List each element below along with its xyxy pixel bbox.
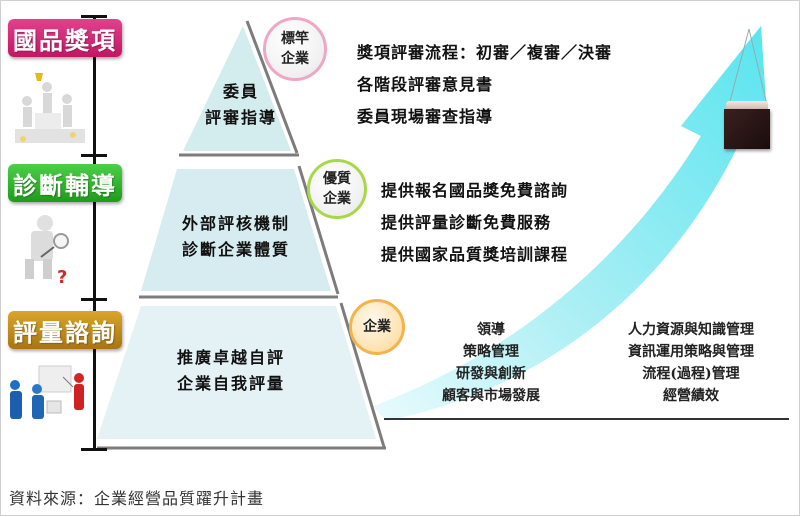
divider <box>384 418 789 420</box>
pyramid-top-tier <box>183 26 291 151</box>
pyramid-middle-tier <box>141 169 331 291</box>
svg-text:?: ? <box>57 267 67 288</box>
list-item: 資訊運用策略與管理 <box>628 344 754 360</box>
stage-label-national-award: 國品獎項 <box>8 19 122 57</box>
list-item: 各階段評審意見書 <box>357 75 494 94</box>
timeline-tick <box>81 298 107 301</box>
badge-line1: 優質 <box>323 171 351 187</box>
pyramid-bottom-text: 推廣卓越自評 企業自我評量 <box>151 345 311 397</box>
hanging-box-icon <box>724 109 770 149</box>
timeline-tick <box>81 15 107 18</box>
pyramid-top-text: 委員 評審指導 <box>191 79 291 131</box>
list-item: 流程(過程)管理 <box>642 366 740 382</box>
list-item: 經營績效 <box>663 388 719 404</box>
list-item: 領導 <box>477 322 505 338</box>
list-item: 提供國家品質獎培訓課程 <box>381 245 569 264</box>
pyramid-top-line1: 委員 <box>222 82 259 101</box>
timeline-tick <box>81 154 107 157</box>
hanging-box-lid <box>726 101 768 111</box>
pyramid-bottom-tier <box>97 306 376 439</box>
enterprise-items-right: 人力資源與知識管理 資訊運用策略與管理 流程(過程)管理 經營績效 <box>601 319 781 407</box>
list-item: 人力資源與知識管理 <box>628 322 754 338</box>
list-item: 顧客與市場發展 <box>442 388 540 404</box>
list-item: 研發與創新 <box>456 366 526 382</box>
list-item: 策略管理 <box>463 344 519 360</box>
badge-benchmark-enterprise: 標竿 企業 <box>263 17 327 81</box>
badge-enterprise: 企業 <box>349 299 405 355</box>
badge-line1: 企業 <box>363 319 391 335</box>
stage-label-diagnosis: 診斷輔導 <box>8 164 122 202</box>
source-caption: 資料來源：企業經營品質躍升計畫 <box>9 489 265 508</box>
timeline-tick <box>81 448 107 451</box>
quality-items-list: 提供報名國品獎免費諮詢 提供評量診斷免費服務 提供國家品質獎培訓課程 <box>381 175 568 271</box>
pyramid-middle-text: 外部評核機制 診斷企業體質 <box>161 211 311 263</box>
list-item: 委員現場審查指導 <box>357 107 494 126</box>
badge-line1: 標竿 <box>281 31 309 47</box>
list-item: 提供報名國品獎免費諮詢 <box>381 181 569 200</box>
growth-arrow-icon <box>373 26 769 421</box>
pyramid-middle-line2: 診斷企業體質 <box>181 240 290 259</box>
stage-label-evaluation: 評量諮詢 <box>8 311 122 349</box>
pyramid-top-line2: 評審指導 <box>204 108 277 127</box>
list-item: 提供評量診斷免費服務 <box>381 213 552 232</box>
enterprise-items-left: 領導 策略管理 研發與創新 顧客與市場發展 <box>411 319 571 407</box>
badge-line2: 企業 <box>323 191 351 207</box>
timeline-line <box>93 15 96 449</box>
benchmark-items-list: 獎項評審流程：初審／複審／決審 各階段評審意見書 委員現場審查指導 <box>357 37 612 133</box>
pyramid-middle-line1: 外部評核機制 <box>181 214 290 233</box>
badge-quality-enterprise: 優質 企業 <box>307 159 367 219</box>
podium-trophy-icon <box>15 73 85 143</box>
list-item: 獎項評審流程：初審／複審／決審 <box>357 43 613 62</box>
presentation-meeting-icon <box>10 365 84 419</box>
badge-line2: 企業 <box>281 51 309 67</box>
magnifier-question-icon: ? <box>25 215 69 288</box>
pyramid-bottom-line1: 推廣卓越自評 <box>176 348 285 367</box>
pyramid-bottom-line2: 企業自我評量 <box>176 374 285 393</box>
